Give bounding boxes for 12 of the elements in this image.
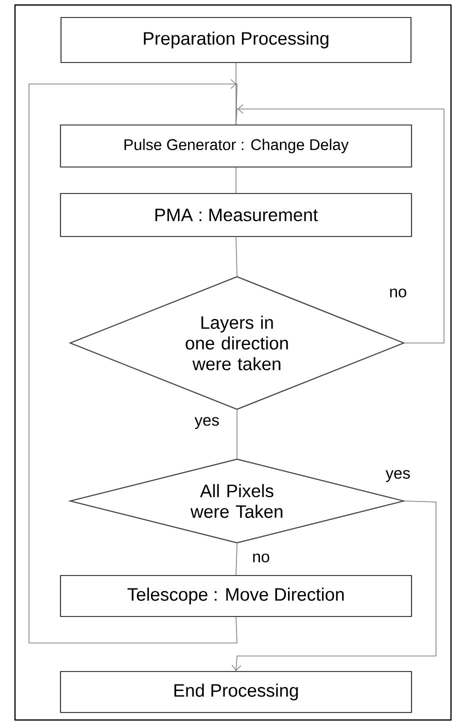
- process-box: PMA : Measurement: [60, 192, 412, 238]
- process-box: Telescope : Move Direction: [60, 574, 412, 618]
- process-box: Preparation Processing: [60, 16, 412, 64]
- edge-label: no: [390, 288, 406, 298]
- process-box: End Processing: [60, 670, 412, 714]
- connector-line: [236, 236, 238, 276]
- edge-label: no: [253, 554, 270, 562]
- edge-label: yes: [194, 417, 219, 429]
- connector-line: [236, 543, 238, 576]
- process-box: Pulse Generator : Change Delay: [60, 124, 412, 168]
- arrow: [231, 500, 436, 672]
- connector-line: [236, 410, 238, 459]
